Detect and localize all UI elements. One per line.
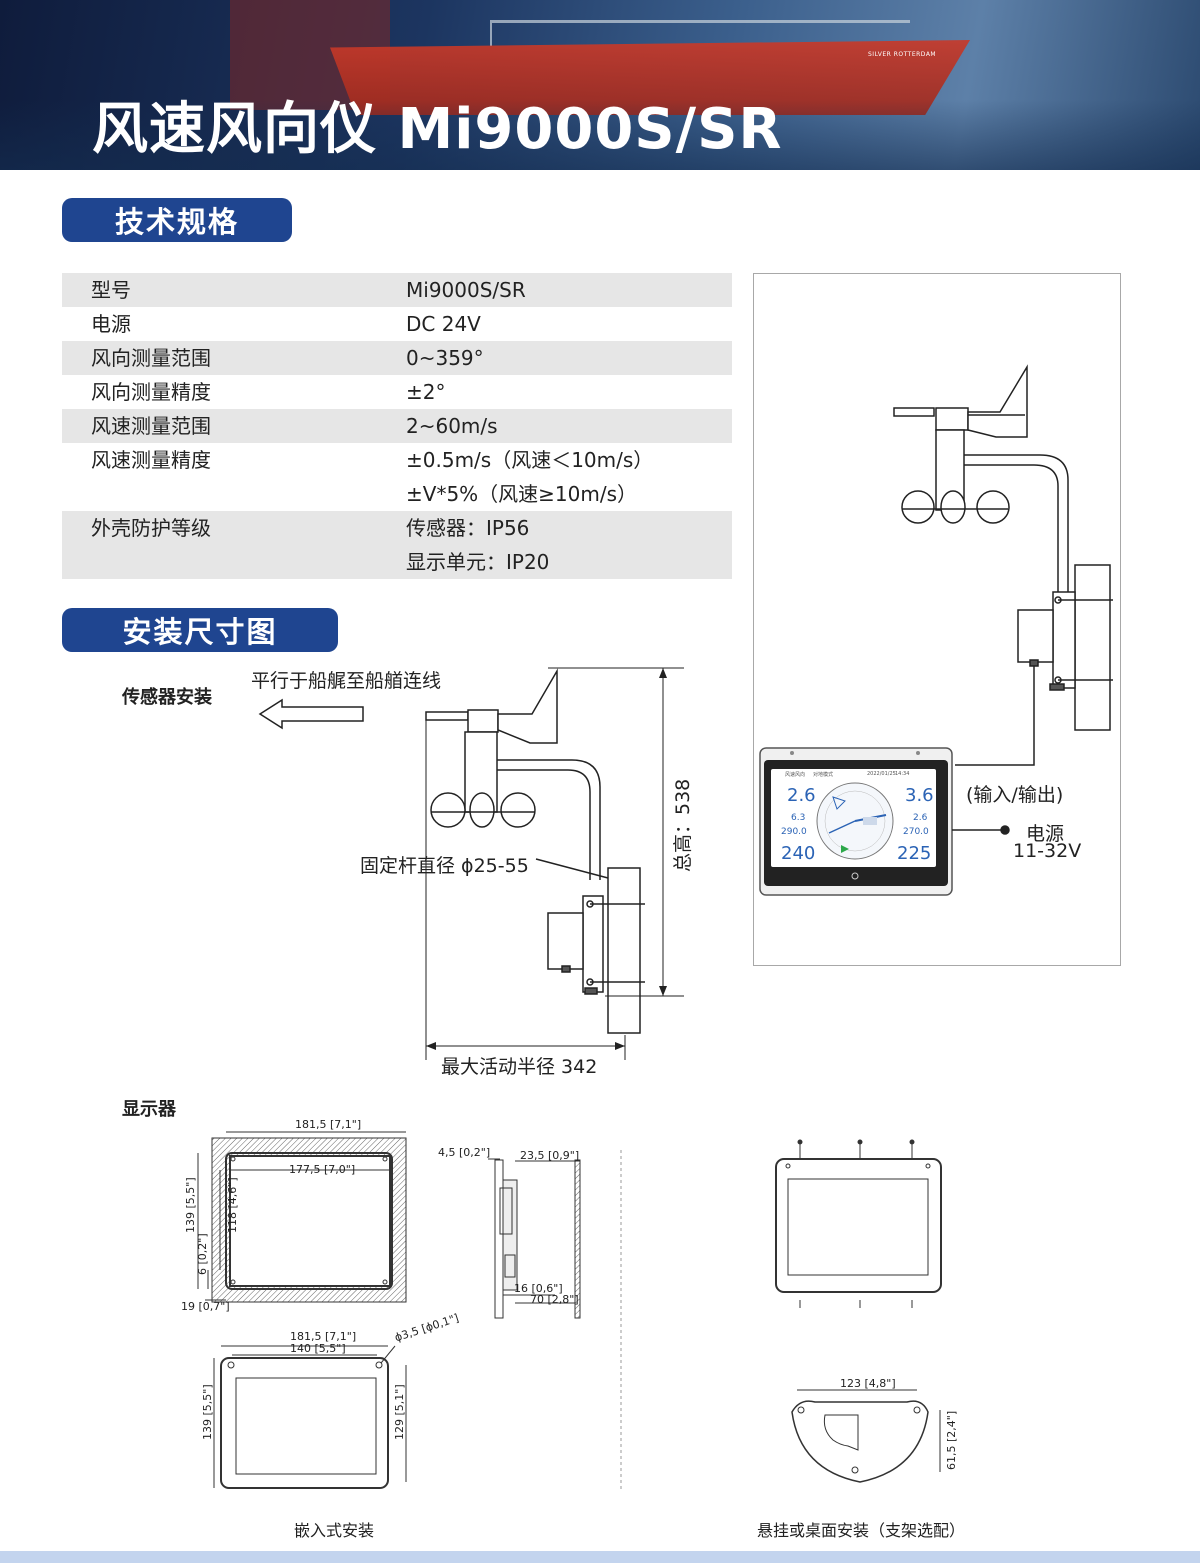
dim-bracket-w: 123 [4,8"] [840, 1377, 896, 1390]
io-label: (输入/输出) [966, 784, 1064, 806]
spec-key: 型号 [91, 278, 131, 302]
dim-front-w: 181,5 [7,1"] [290, 1330, 357, 1343]
spec-value-line: 显示单元：IP20 [406, 550, 550, 574]
spec-key: 风向测量精度 [91, 380, 211, 404]
power-label: 电源 [1026, 823, 1065, 845]
spec-value-line: 传感器：IP56 [406, 516, 530, 540]
dim-front-w-in: 140 [5,5"] [290, 1342, 346, 1355]
dim-w-inner: 177,5 [7,0"] [289, 1163, 356, 1176]
spec-key: 外壳防护等级 [91, 516, 211, 540]
spec-row: 风速测量精度 ±0.5m/s（风速＜10m/s） ±V*5%（风速≥10m/s） [62, 443, 732, 511]
spec-value: Mi9000S/SR [406, 273, 732, 307]
spec-value-line: DC 24V [406, 312, 481, 336]
ship-image-deck [490, 20, 910, 46]
screen-value-d: 2.6 [913, 813, 928, 823]
footer-bar [0, 1551, 1200, 1563]
spec-value: 传感器：IP56 显示单元：IP20 [406, 511, 732, 579]
spec-value-line: 0~359° [406, 346, 484, 370]
bracket-drawing [791, 1389, 941, 1483]
spec-value: 2~60m/s [406, 409, 732, 443]
caption-flush-mount: 嵌入式安装 [294, 1521, 375, 1540]
front-view-drawing [213, 1345, 407, 1489]
spec-row: 电源 DC 24V [62, 307, 732, 341]
spec-row: 风向测量精度 ±2° [62, 375, 732, 409]
dim-side-b: 23,5 [0,9"] [520, 1149, 580, 1162]
screen-mode: 对地模式 [813, 772, 834, 778]
screen-time: 14:34 [895, 771, 910, 777]
display-heading: 显示器 [122, 1099, 176, 1120]
spec-value-line: ±0.5m/s（风速＜10m/s） [406, 448, 654, 472]
screen-value-f: 270.0 [903, 827, 929, 837]
screen-value-g: 240 [781, 843, 816, 864]
screen-value-e: 290.0 [781, 827, 807, 837]
spec-value-line: ±2° [406, 380, 446, 404]
screen-value-a: 2.6 [787, 785, 816, 806]
direction-arrow-label: 平行于船艉至船艏连线 [251, 670, 442, 692]
spec-table: 型号 Mi9000S/SR 电源 DC 24V 风向测量范围 0~359° 风向测量精度 ±2… [62, 273, 732, 579]
screen-compass [816, 782, 894, 860]
side-view-drawing [488, 1158, 581, 1319]
spec-value: DC 24V [406, 307, 732, 341]
header-banner: SILVER ROTTERDAM 风速风向仪 Mi9000S/SR [0, 0, 1200, 170]
sensor-install-heading: 传感器安装 [122, 687, 212, 708]
panel-cutout-drawing [197, 1131, 407, 1303]
dim-w-small: 19 [0,7"] [181, 1300, 230, 1313]
spec-row: 外壳防护等级 传感器：IP56 显示单元：IP20 [62, 511, 732, 579]
spec-key: 电源 [91, 312, 131, 336]
dim-side-d: 70 [2,8"] [530, 1293, 579, 1306]
spec-section-title: 技术规格 [62, 198, 292, 242]
spec-key: 风速测量精度 [91, 448, 211, 472]
spec-key: 风向测量范围 [91, 346, 211, 370]
spec-value-line: Mi9000S/SR [406, 278, 526, 302]
spec-key: 风速测量范围 [91, 414, 211, 438]
wiring-diagram-box [753, 273, 1121, 966]
dim-h-small: 6 [0,2"] [196, 1233, 209, 1275]
power-connection [952, 825, 1010, 835]
spec-row: 风速测量范围 2~60m/s [62, 409, 732, 443]
dim-h-outer: 139 [5,5"] [184, 1177, 197, 1233]
spec-row: 型号 Mi9000S/SR [62, 273, 732, 307]
page-title: 风速风向仪 Mi9000S/SR [92, 97, 783, 162]
radius-label: 最大活动半径 342 [441, 1056, 598, 1078]
pole-diameter-label: 固定杆直径 ϕ25-55 [360, 855, 529, 877]
dim-side-c: 16 [0,6"] [514, 1282, 563, 1295]
screen-date: 2022/01/25 [867, 771, 896, 777]
sea-overlay [0, 100, 1200, 170]
install-section-title: 安装尺寸图 [62, 608, 338, 652]
spec-value: 0~359° [406, 341, 732, 375]
dim-front-h-in: 129 [5,1"] [393, 1384, 406, 1440]
screen-value-b: 3.6 [905, 785, 934, 806]
direction-arrow-icon [258, 698, 364, 730]
monitor-screen: 风速风向 对地模式 2022/01/25 14:34 2.6 3.6 6.3 2… [771, 769, 936, 867]
spec-value-line: 2~60m/s [406, 414, 498, 438]
spec-value-line: ±V*5%（风速≥10m/s） [406, 482, 638, 506]
screen-value-h: 225 [897, 843, 932, 864]
wiring-sensor-drawing [893, 364, 1113, 766]
dim-side-a: 4,5 [0,2"] [438, 1146, 491, 1159]
screen-value-c: 6.3 [791, 813, 806, 823]
dim-front-h: 139 [5,5"] [201, 1384, 214, 1440]
dim-bracket-h: 61,5 [2,4"] [945, 1410, 958, 1470]
screen-title: 风速风向 [785, 772, 806, 778]
ship-name-text: SILVER ROTTERDAM [868, 51, 937, 58]
wall-mount-drawing [775, 1139, 942, 1308]
caption-bracket-mount: 悬挂或桌面安装（支架选配） [757, 1521, 966, 1540]
spec-value: ±2° [406, 375, 732, 409]
dim-w-outer: 181,5 [7,1"] [295, 1118, 362, 1131]
spec-value: ±0.5m/s（风速＜10m/s） ±V*5%（风速≥10m/s） [406, 443, 732, 511]
power-voltage-label: 11-32V [1013, 840, 1082, 862]
spec-row: 风向测量范围 0~359° [62, 341, 732, 375]
dim-h-inner: 118 [4,6"] [226, 1177, 239, 1233]
